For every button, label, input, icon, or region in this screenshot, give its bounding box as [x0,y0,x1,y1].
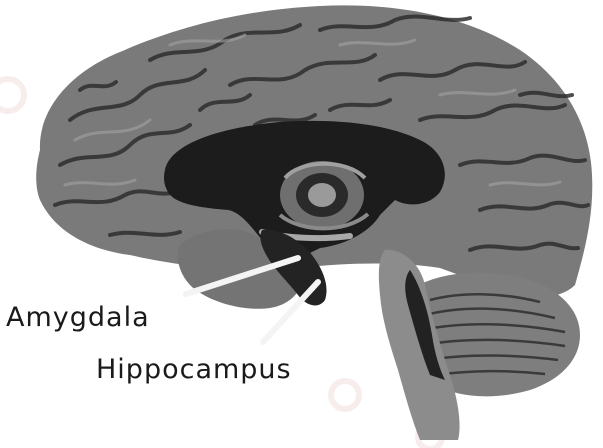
amygdala-label: Amygdala [6,304,150,331]
hippocampus-label: Hippocampus [96,356,292,383]
